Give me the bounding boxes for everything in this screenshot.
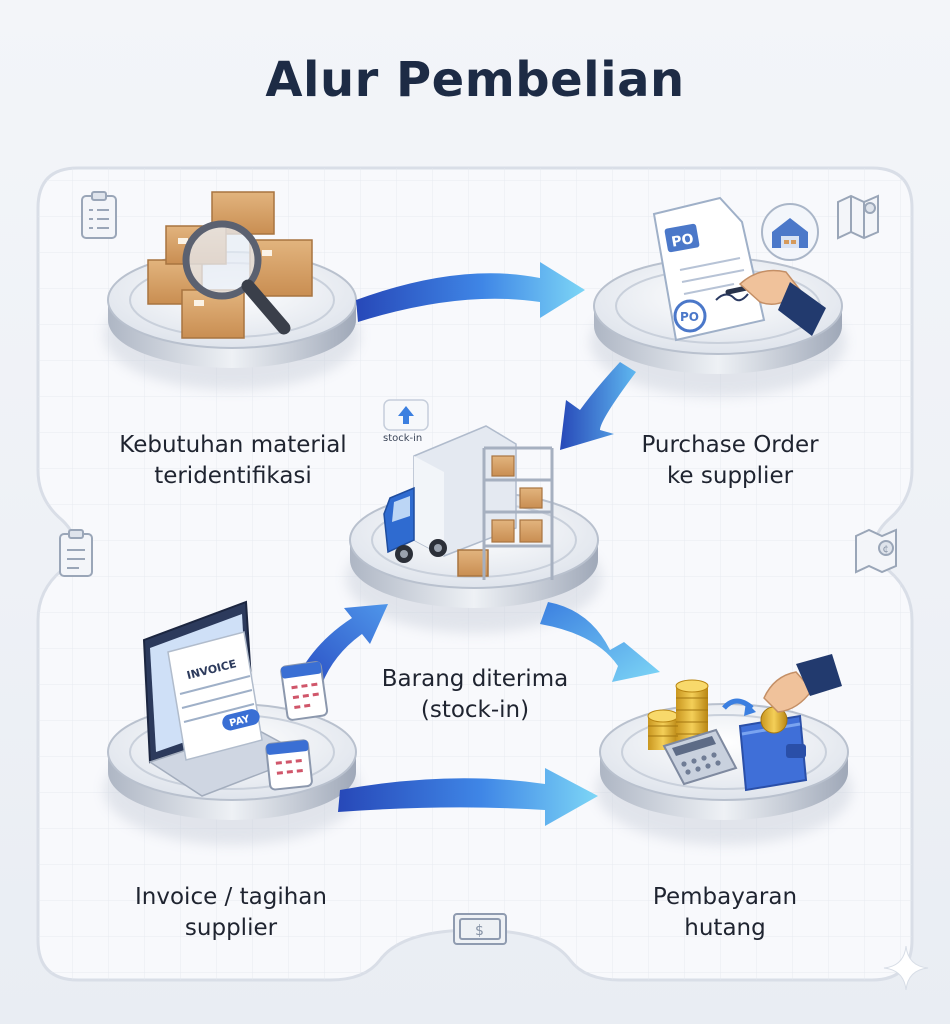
platform-pembayaran (596, 703, 852, 845)
map-pin-icon (837, 194, 879, 240)
coin-stack-icon (647, 679, 709, 750)
pay-button-graphic: PAY (228, 714, 251, 730)
arrow-barang-to-pembayaran (540, 602, 660, 682)
hand-coin-icon (760, 654, 842, 734)
calculator-icon (662, 728, 738, 786)
arrow-kebutuhan-to-po (356, 262, 585, 322)
laptop-invoice-icon: INVOICE PAY (142, 600, 308, 797)
warehouse-shelf-icon (482, 446, 554, 580)
clipboard-icon (81, 191, 117, 239)
purchase-order-icon: PO PO (652, 196, 826, 342)
calendar-icon-small (265, 739, 313, 791)
po-stamp-badge: PO (680, 310, 699, 324)
document-icon (59, 529, 93, 577)
boxes-magnifier-icon (147, 191, 313, 339)
svg-text:$: $ (475, 923, 484, 939)
hand-pen-icon (725, 269, 826, 336)
delivery-truck-icon (383, 425, 517, 577)
warehouse-badge-icon (761, 203, 819, 261)
stock-in-arrow-icon (383, 399, 429, 431)
diagram-title: Alur Pembelian (265, 52, 685, 108)
arrow-invoice-to-pembayaran (338, 768, 598, 826)
po-doc-badge: PO (670, 231, 695, 251)
calendar-icon (280, 661, 329, 721)
step-label-barang: Barang diterima(stock-in) (381, 666, 569, 723)
svg-text:¢: ¢ (883, 544, 889, 555)
money-bill-icon: $ (453, 913, 507, 945)
map-currency-icon: ¢ (855, 528, 897, 574)
sparkle-icon (883, 945, 929, 991)
arrow-po-to-barang (560, 362, 636, 450)
arrow-invoice-to-barang (300, 604, 388, 684)
stock-in-tag: stock-in (383, 433, 423, 444)
